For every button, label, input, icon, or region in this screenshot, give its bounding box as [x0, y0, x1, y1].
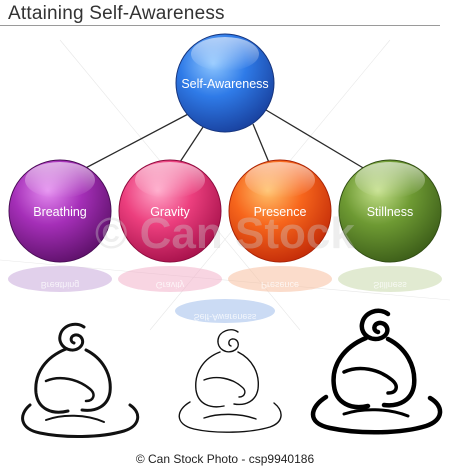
- center-node-label: Self-Awareness: [181, 77, 268, 91]
- svg-text:Presence: Presence: [261, 280, 299, 290]
- branch-label-stillness: Stillness: [367, 205, 414, 219]
- meditating-figure-left-icon: [21, 322, 140, 438]
- meditating-figure-center-icon: [178, 329, 282, 433]
- watermark: © Can Stock: [95, 209, 355, 258]
- reflection-presence: Presence: [228, 266, 332, 292]
- footer-credit: © Can Stock Photo - csp9940186: [135, 452, 315, 466]
- center-node: Self-Awareness: [175, 33, 275, 133]
- title-divider: [0, 25, 440, 26]
- branch-node-stillness: Stillness: [338, 159, 442, 263]
- reflection-breathing: Breathing: [8, 266, 112, 292]
- meditating-figure-right-icon: [310, 308, 443, 435]
- svg-text:Breathing: Breathing: [41, 280, 80, 290]
- reflection-gravity: Gravity: [118, 266, 222, 292]
- reflection-center: Self-Awareness: [175, 299, 275, 323]
- connector-lines: [77, 109, 371, 173]
- branch-node-breathing: Breathing: [8, 159, 112, 263]
- svg-text:Self-Awareness: Self-Awareness: [194, 312, 257, 322]
- svg-text:Stillness: Stillness: [373, 280, 407, 290]
- branch-node-gravity: Gravity: [118, 159, 222, 263]
- page-title: Attaining Self-Awareness: [8, 3, 225, 24]
- svg-text:Gravity: Gravity: [156, 280, 185, 290]
- reflection-stillness: Stillness: [338, 266, 442, 292]
- branch-label-breathing: Breathing: [33, 205, 87, 219]
- branch-node-presence: Presence: [228, 159, 332, 263]
- branch-label-presence: Presence: [254, 205, 307, 219]
- branch-label-gravity: Gravity: [150, 205, 190, 219]
